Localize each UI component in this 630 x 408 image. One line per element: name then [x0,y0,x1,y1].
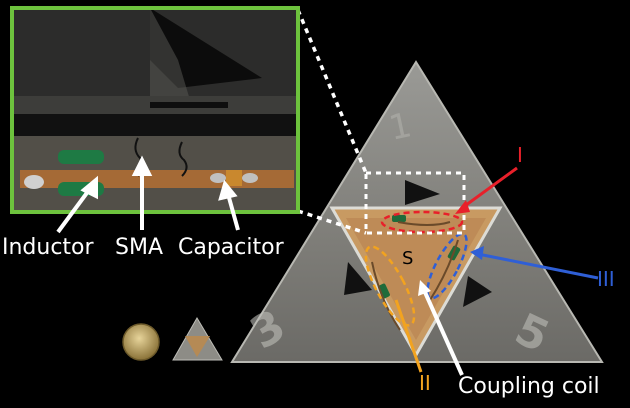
label-sma: SMA [115,235,163,260]
panel-arrows [394,166,599,376]
marker-ellipse-blue [426,232,468,300]
zoom-inset [10,6,300,214]
inset-inductor-top [58,150,104,164]
notch-right [463,276,492,307]
inset-arrows [56,155,240,234]
label-center-s: S [402,248,413,269]
inset-border [10,6,300,214]
notch-left [344,262,372,295]
coin [122,323,160,361]
component-left [378,283,390,299]
label-roman-3: III [597,267,615,291]
component-top [392,215,406,222]
small-triangle [172,317,223,361]
label-coupling-coil: Coupling coil [458,374,600,399]
zoom-connector-bottom [297,209,367,235]
label-roman-2: II [419,371,431,395]
label-inductor: Inductor [2,235,95,260]
notch-top [405,180,440,205]
marker-ellipse-orange [364,245,416,327]
label-capacitor: Capacitor [178,235,285,260]
zoom-connector-top [296,9,368,174]
label-roman-1: I [517,143,523,167]
inset-capacitor [226,170,242,186]
